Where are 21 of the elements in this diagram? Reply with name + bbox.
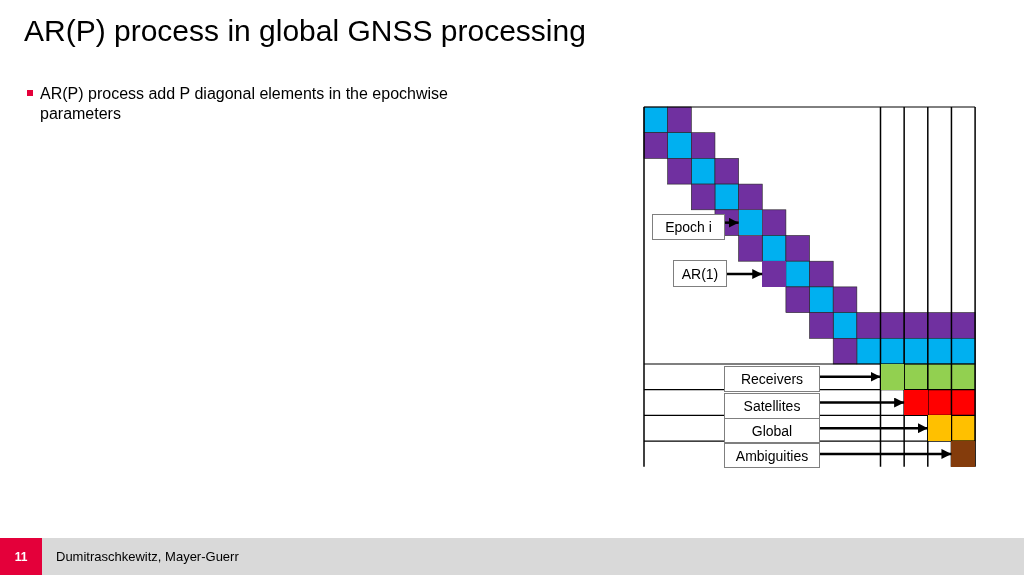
label-box: Receivers xyxy=(724,366,820,392)
label-box: Satellites xyxy=(724,393,820,419)
arrow xyxy=(820,397,905,408)
matrix-cell xyxy=(762,261,786,287)
matrix-cell xyxy=(927,415,952,442)
label-box: Global xyxy=(724,418,820,443)
bullet-text: AR(P) process add P diagonal elements in the epochwise parameters xyxy=(40,84,449,124)
matrix-cell xyxy=(951,441,976,467)
arrow xyxy=(820,423,928,434)
label-box: AR(1) xyxy=(673,260,727,287)
page-number: 11 xyxy=(0,538,42,575)
arrow xyxy=(820,371,881,382)
label-box: Ambiguities xyxy=(724,443,820,468)
arrow xyxy=(820,448,952,459)
arrow xyxy=(727,269,763,280)
matrix-cell xyxy=(904,389,928,416)
author-text: Dumitraschkewitz, Mayer-Guerr xyxy=(56,549,239,564)
label-box: Epoch i xyxy=(652,214,725,240)
slide-title: AR(P) process in global GNSS processing xyxy=(24,14,586,48)
arrow xyxy=(725,217,739,228)
matrix-cell xyxy=(880,364,905,390)
